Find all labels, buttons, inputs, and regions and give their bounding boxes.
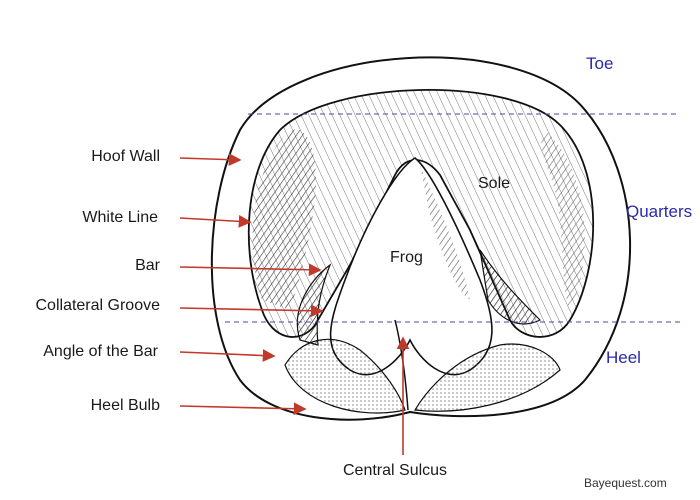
heel-bulb-right (414, 343, 561, 412)
label-collateral-groove: Collateral Groove (35, 297, 161, 314)
label-bar: Bar (135, 257, 160, 274)
label-frog: Frog (390, 249, 423, 266)
site-credit: Bayequest.com (584, 476, 667, 490)
label-angle-of-bar: Angle of the Bar (43, 343, 158, 360)
sole-shadow-left (252, 129, 316, 310)
label-white-line: White Line (82, 209, 158, 226)
arrow-collateral-groove (179, 304, 324, 318)
arrow-hoof-wall (179, 153, 242, 167)
heel-bulb-left (284, 338, 406, 414)
arrow-angle-of-bar (179, 349, 276, 362)
region-toe: Toe (586, 54, 614, 73)
arrow-bar (179, 263, 322, 277)
arrow-heel-bulb (179, 402, 307, 416)
frog-inner-shade (420, 165, 470, 300)
bar-right (479, 249, 542, 325)
frog-shape (329, 157, 493, 376)
label-sole: Sole (478, 175, 511, 192)
region-heel: Heel (606, 348, 641, 367)
sole-shadow-right (541, 130, 585, 310)
label-central-sulcus: Central Sulcus (343, 462, 448, 479)
label-hoof-wall: Hoof Wall (91, 148, 160, 165)
label-heel-bulb: Heel Bulb (90, 397, 160, 414)
sole-area (247, 89, 595, 338)
arrow-white-line (179, 214, 252, 228)
region-quarters: Quarters (626, 202, 693, 221)
